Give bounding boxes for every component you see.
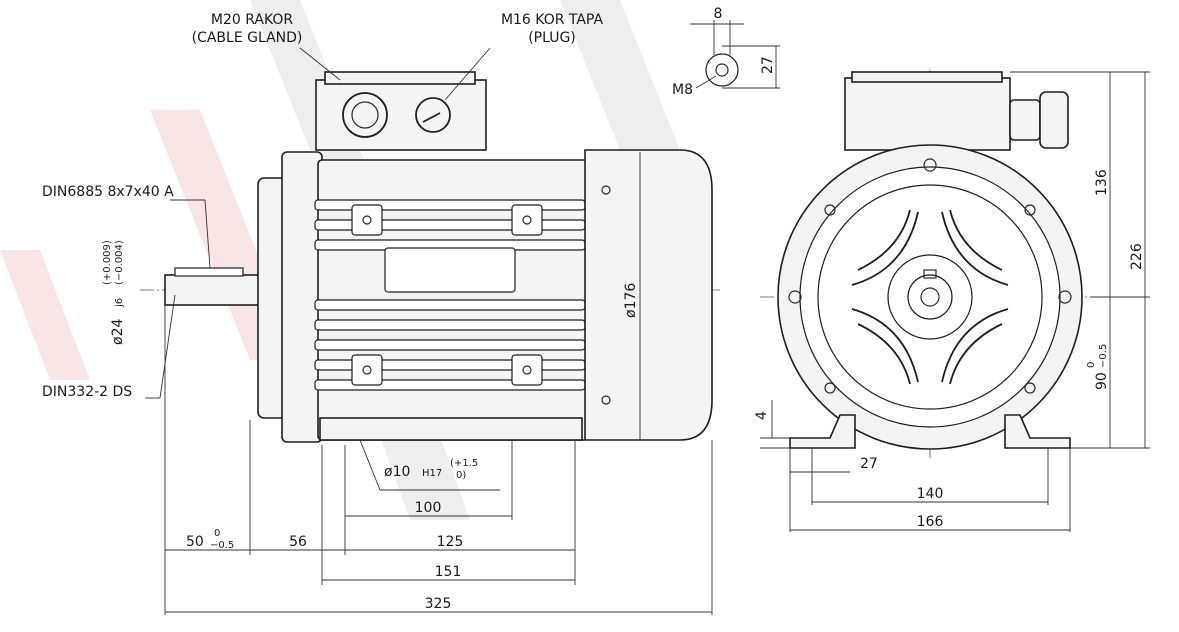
dim-125: 125: [437, 534, 464, 550]
shaft-diameter: ø24: [110, 319, 126, 345]
m8-label: M8: [672, 82, 693, 98]
dim-50: 50: [186, 534, 204, 550]
dimension-lines: [145, 20, 1150, 615]
dim-56: 56: [289, 534, 307, 550]
shaft-end-front: [920, 287, 940, 307]
dim-4: 4: [754, 411, 770, 420]
hole-fit: H17: [422, 468, 442, 479]
fan-grille: [851, 209, 1009, 385]
shaft-key: [174, 267, 244, 277]
hole-tol-lower: 0): [456, 470, 466, 481]
cable-gland-label: M20 RAKOR: [211, 12, 294, 28]
shaft-tol-lower: (−0.004): [114, 240, 125, 285]
dim-90-tol-lower: −0.5: [1098, 344, 1109, 368]
dim-8: 8: [714, 6, 723, 22]
dim-50-tol-upper: 0: [214, 528, 220, 539]
plug-label: M16 KOR TAPA: [501, 12, 604, 28]
plug-label-en: (PLUG): [528, 30, 576, 46]
shaft-end-label: DIN332-2 DS: [42, 384, 132, 400]
shaft-diameter-group: ø24 j6 (+0.009) (−0.004): [102, 240, 126, 345]
plug-circle: [415, 97, 451, 133]
front-view: [760, 70, 1110, 460]
shaft: [164, 274, 261, 306]
annotations: M20 RAKOR (CABLE GLAND) M16 KOR TAPA (PL…: [42, 6, 1145, 612]
hole-tol-upper: (+1.5: [450, 458, 478, 469]
foot-right: [1004, 414, 1071, 449]
dim-151: 151: [435, 564, 462, 580]
plug-detail: [705, 53, 739, 87]
dia-176: ø176: [623, 283, 639, 318]
dim-90: 90: [1094, 372, 1110, 390]
terminal-box-front: [844, 77, 1011, 151]
nameplate: [384, 247, 516, 293]
terminal-box: [315, 79, 487, 151]
side-view: [140, 71, 720, 443]
dim-166: 166: [917, 514, 944, 530]
dim-27-top: 27: [760, 56, 776, 74]
key-label: DIN6885 8x7x40 A: [42, 184, 174, 200]
dim-100: 100: [415, 500, 442, 516]
shaft-fit: j6: [114, 298, 125, 308]
cable-gland-label-en: (CABLE GLAND): [192, 30, 303, 46]
dim-50-tol-lower: −0.5: [210, 540, 234, 551]
foot-left: [789, 414, 856, 449]
hole-diameter: ø10: [384, 464, 410, 480]
shaft-tol-upper: (+0.009): [102, 240, 113, 285]
dim-325: 325: [425, 596, 452, 612]
dim-226: 226: [1129, 243, 1145, 270]
dim-90-tol-upper: 0: [1086, 362, 1097, 368]
dim-136: 136: [1094, 169, 1110, 196]
dim-140: 140: [917, 486, 944, 502]
cable-gland-circle: [342, 92, 388, 138]
fan-cowl: [584, 149, 713, 441]
dim-27-foot: 27: [860, 456, 878, 472]
